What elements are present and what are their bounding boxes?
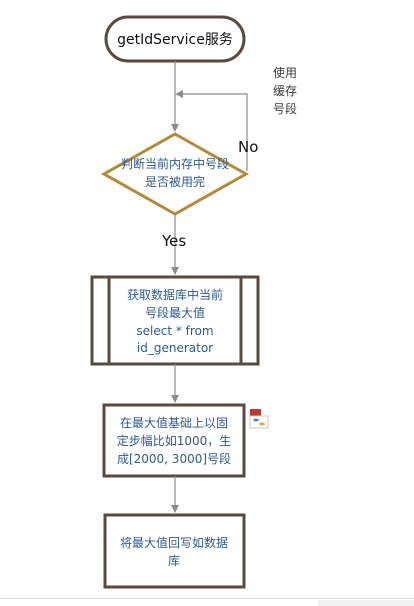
edge-label-yes: Yes [161,232,186,250]
start-node: getIdService服务 [104,15,246,63]
side-note-line-1: 使用 [273,65,297,80]
start-node-label: getIdService服务 [117,32,233,48]
process1-line-2: 号段最大值 [145,305,205,320]
process2-line-3: 成[2000, 3000]号段 [117,451,231,466]
process2-line-1: 在最大值基础上以固 [120,415,228,430]
process3-line-2: 库 [168,553,180,568]
decision-node-line-1: 判断当前内存中号段 [121,156,229,171]
process2-line-2: 定步幅比如1000，生 [117,433,232,448]
edge-no-loop [175,90,248,171]
document-icon [249,409,269,429]
decision-node-line-2: 是否被用完 [145,174,205,189]
process3-line-1: 将最大值回写如数据 [120,535,228,550]
decision-node-shape [100,132,250,216]
edge-label-no: No [238,138,258,156]
process2-node: 在最大值基础上以固 定步幅比如1000，生 成[2000, 3000]号段 [102,403,246,478]
decision-node: 判断当前内存中号段 是否被用完 [100,132,250,216]
side-note: 使用 缓存 号段 [273,65,297,116]
process3-node-shape [103,513,246,589]
process1-line-4: id_generator [137,341,213,355]
process3-node: 将最大值回写如数据 库 [103,513,246,589]
side-note-line-3: 号段 [273,101,297,116]
process1-line-1: 获取数据库中当前 [127,287,223,302]
side-note-line-2: 缓存 [273,84,297,98]
bottom-strip [318,600,414,606]
process2-node-shape [102,403,246,478]
process1-node: 获取数据库中当前 号段最大值 select * from id_generato… [90,275,260,366]
bottom-divider [0,598,414,599]
process1-line-3: select * from [136,324,213,338]
